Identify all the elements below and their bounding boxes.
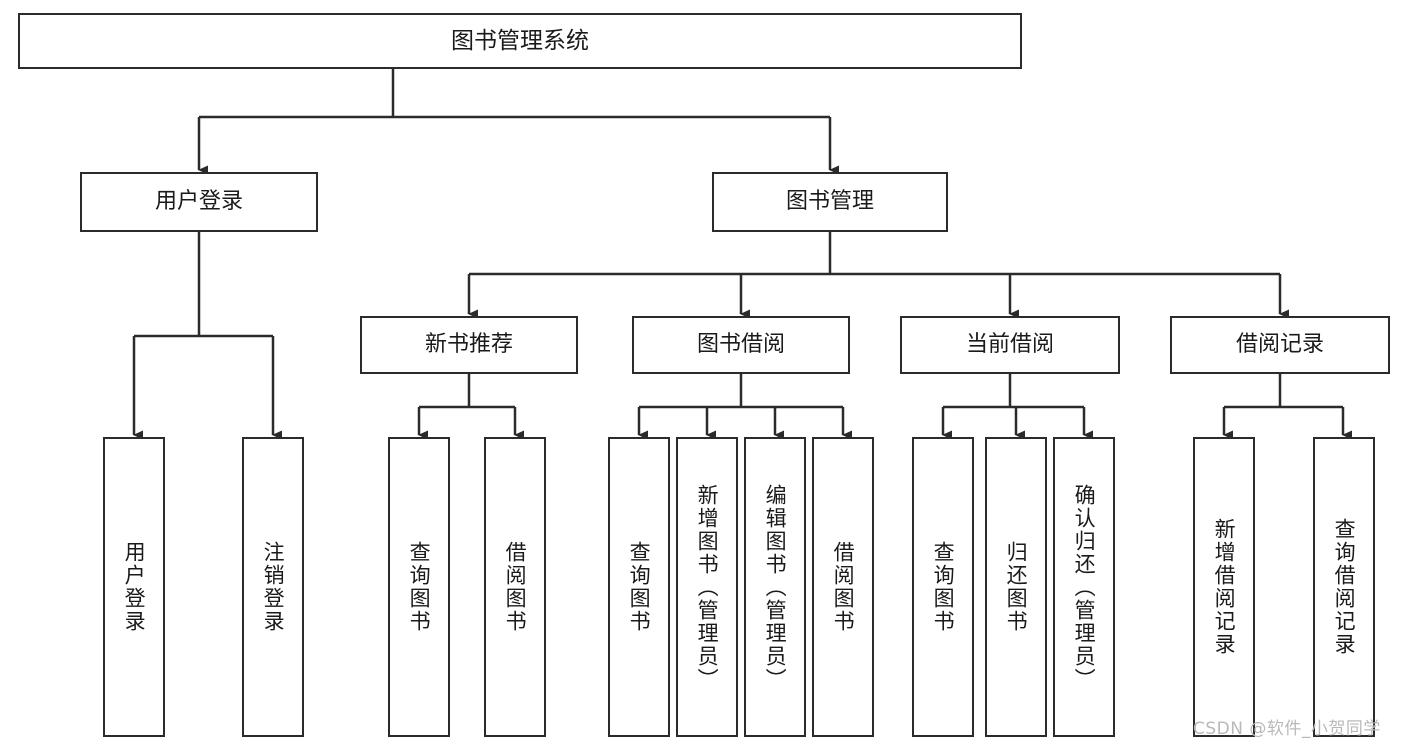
node-label: 用户登录 bbox=[122, 541, 147, 633]
node-label: 图书借阅 bbox=[696, 332, 785, 358]
node-label: 查询图书 bbox=[407, 541, 432, 633]
node-user-login[interactable]: 用户登录 bbox=[80, 172, 318, 232]
leaf-borrow-book[interactable]: 借阅图书 bbox=[812, 437, 874, 737]
node-label: 注销登录 bbox=[261, 541, 286, 633]
node-label: 图书管理系统 bbox=[451, 27, 589, 54]
leaf-user-login[interactable]: 用户登录 bbox=[103, 437, 165, 737]
node-current-borrowing[interactable]: 当前借阅 bbox=[900, 316, 1120, 374]
node-root-system[interactable]: 图书管理系统 bbox=[18, 13, 1022, 69]
csdn-watermark: CSDN @软件_小贺同学 bbox=[1193, 719, 1381, 739]
node-label: 借阅记录 bbox=[1235, 332, 1324, 358]
node-label: 图书管理 bbox=[785, 189, 874, 215]
leaf-query-books-recommend[interactable]: 查询图书 bbox=[388, 437, 450, 737]
leaf-add-book-admin[interactable]: 新增图书（管理员） bbox=[676, 437, 738, 737]
node-borrow-records[interactable]: 借阅记录 bbox=[1170, 316, 1390, 374]
node-label: 新增借阅记录 bbox=[1212, 518, 1237, 656]
node-label: 当前借阅 bbox=[965, 332, 1054, 358]
node-label: 借阅图书 bbox=[503, 541, 528, 633]
node-label: 借阅图书 bbox=[831, 541, 856, 633]
leaf-query-books-current[interactable]: 查询图书 bbox=[912, 437, 974, 737]
node-label: 归还图书 bbox=[1004, 541, 1029, 633]
leaf-confirm-return-admin[interactable]: 确认归还（管理员） bbox=[1053, 437, 1115, 737]
node-label: 确认归还（管理员） bbox=[1072, 483, 1097, 691]
node-new-book-recommendation[interactable]: 新书推荐 bbox=[360, 316, 578, 374]
leaf-logout[interactable]: 注销登录 bbox=[242, 437, 304, 737]
node-label: 用户登录 bbox=[154, 189, 243, 215]
leaf-return-book[interactable]: 归还图书 bbox=[985, 437, 1047, 737]
node-book-management[interactable]: 图书管理 bbox=[712, 172, 948, 232]
node-label: 查询借阅记录 bbox=[1332, 518, 1357, 656]
leaf-add-borrow-record[interactable]: 新增借阅记录 bbox=[1193, 437, 1255, 737]
node-label: 新书推荐 bbox=[424, 332, 513, 358]
node-label: 查询图书 bbox=[931, 541, 956, 633]
node-label: 查询图书 bbox=[627, 541, 652, 633]
leaf-query-books-borrow[interactable]: 查询图书 bbox=[608, 437, 670, 737]
leaf-edit-book-admin[interactable]: 编辑图书（管理员） bbox=[744, 437, 806, 737]
node-label: 编辑图书（管理员） bbox=[763, 483, 788, 691]
leaf-borrow-books-recommend[interactable]: 借阅图书 bbox=[484, 437, 546, 737]
node-book-borrowing[interactable]: 图书借阅 bbox=[632, 316, 850, 374]
node-label: 新增图书（管理员） bbox=[695, 483, 720, 691]
leaf-query-borrow-record[interactable]: 查询借阅记录 bbox=[1313, 437, 1375, 737]
